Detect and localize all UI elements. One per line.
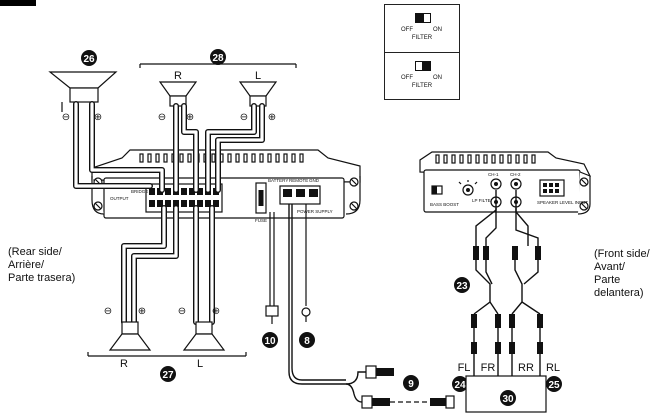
filter-off-label: OFF [401, 75, 413, 81]
svg-text:30: 30 [502, 394, 514, 405]
fuse-label: FUSE [255, 218, 267, 223]
polarity-minus-bottom-l: ⊖ [178, 306, 186, 317]
callout-10: 10 [262, 332, 278, 348]
filter-switch-off: OFF ON FILTER [385, 5, 459, 53]
polarity-minus-bottom-r: ⊖ [104, 306, 112, 317]
svg-text:9: 9 [408, 379, 414, 390]
rear-side-line3: Parte trasera) [8, 272, 76, 284]
rear-side-label: (Rear side/ Arrière/ Parte trasera) [8, 246, 75, 285]
filter-caption: FILTER [411, 35, 433, 41]
svg-text:25: 25 [548, 380, 560, 391]
lp-filter-label: LP FILTER [472, 198, 495, 203]
gnd-label: GND [309, 178, 320, 183]
rear-side-line2: Arrière/ [8, 259, 45, 271]
filter-caption: FILTER [411, 83, 433, 89]
svg-text:8: 8 [304, 336, 310, 347]
bracket-27: 27 [87, 352, 247, 382]
speaker-bottom-r [108, 321, 152, 351]
svg-text:24: 24 [454, 380, 466, 391]
speaker-top-r [158, 81, 198, 107]
svg-text:27: 27 [162, 370, 174, 381]
speaker-wires-top [73, 101, 265, 193]
channel-label-fr: FR [481, 362, 496, 374]
callout-23: 23 [454, 277, 470, 293]
speaker-bottom-l [182, 321, 226, 351]
callout-26: 26 [81, 50, 97, 66]
front-side-line1: (Front side/ [594, 248, 650, 260]
top-speaker-r-label: R [174, 70, 182, 82]
svg-text:10: 10 [264, 336, 276, 347]
polarity-plus-26: ⊕ [94, 112, 102, 123]
speaker-subwoofer-rear [48, 71, 118, 112]
head-unit-box: 30 [465, 375, 547, 413]
filter-switch-on: OFF ON FILTER [385, 53, 459, 101]
front-side-line3: Parte delantera) [594, 274, 644, 299]
output-label: OUTPUT [110, 196, 129, 201]
rear-side-line1: (Rear side/ [8, 246, 62, 258]
heatsink-fins [139, 153, 304, 163]
polarity-plus-top-l: ⊕ [268, 112, 276, 123]
filter-switch-panel: OFF ON FILTER OFF ON FILTER [384, 4, 460, 100]
polarity-plus-bottom-l: ⊕ [212, 306, 220, 317]
speaker-top-l [238, 81, 278, 107]
speaker-wires-bottom [121, 205, 215, 325]
callout-8: 8 [299, 332, 315, 348]
polarity-minus-top-r: ⊖ [158, 112, 166, 123]
callout-24: 24 [452, 376, 468, 392]
front-side-label: (Front side/ Avant/ Parte delantera) [594, 248, 669, 300]
remote-label: REMOTE [289, 178, 308, 183]
rca-cables [471, 190, 543, 376]
power-wires [265, 204, 366, 385]
bottom-speaker-l-label: L [197, 358, 203, 370]
remote-connector [345, 365, 455, 409]
bottom-speaker-r-label: R [120, 358, 128, 370]
svg-text:23: 23 [456, 281, 468, 292]
channel-label-rr: RR [518, 362, 534, 374]
svg-text:28: 28 [212, 53, 224, 64]
filter-on-label: ON [433, 75, 442, 81]
top-speaker-l-label: L [255, 70, 261, 82]
bass-boost-label: BASS BOOST [430, 202, 459, 207]
filter-off-label: OFF [401, 27, 413, 33]
channel-label-fl: FL [458, 362, 471, 374]
bridge-label: BRIDGE [131, 189, 148, 194]
svg-text:26: 26 [83, 54, 95, 65]
polarity-minus-top-l: ⊖ [240, 112, 248, 123]
callout-9: 9 [403, 375, 419, 391]
battery-label: BATTERY [268, 178, 288, 183]
speaker-level-input-label: SPEAKER LEVEL INPUT [537, 200, 588, 205]
channel-label-rl: RL [546, 362, 560, 374]
polarity-minus-26: ⊖ [62, 112, 70, 123]
toggle-switch-icon [415, 13, 431, 23]
power-supply-label: POWER SUPPLY [297, 209, 333, 214]
bracket-28: 28 [139, 49, 297, 68]
callout-25: 25 [546, 376, 562, 392]
ch2-label: CH-2 [510, 172, 521, 177]
filter-on-label: ON [433, 27, 442, 33]
corner-tab [0, 0, 36, 6]
polarity-plus-bottom-r: ⊕ [138, 306, 146, 317]
toggle-switch-icon [415, 61, 431, 71]
amplifier-front-panel: BASS BOOST LP FILTER CH-1 CH-2 SPEAKER L… [419, 151, 591, 215]
front-side-line2: Avant/ [594, 261, 625, 273]
ch1-label: CH-1 [488, 172, 499, 177]
polarity-plus-top-r: ⊕ [186, 112, 194, 123]
